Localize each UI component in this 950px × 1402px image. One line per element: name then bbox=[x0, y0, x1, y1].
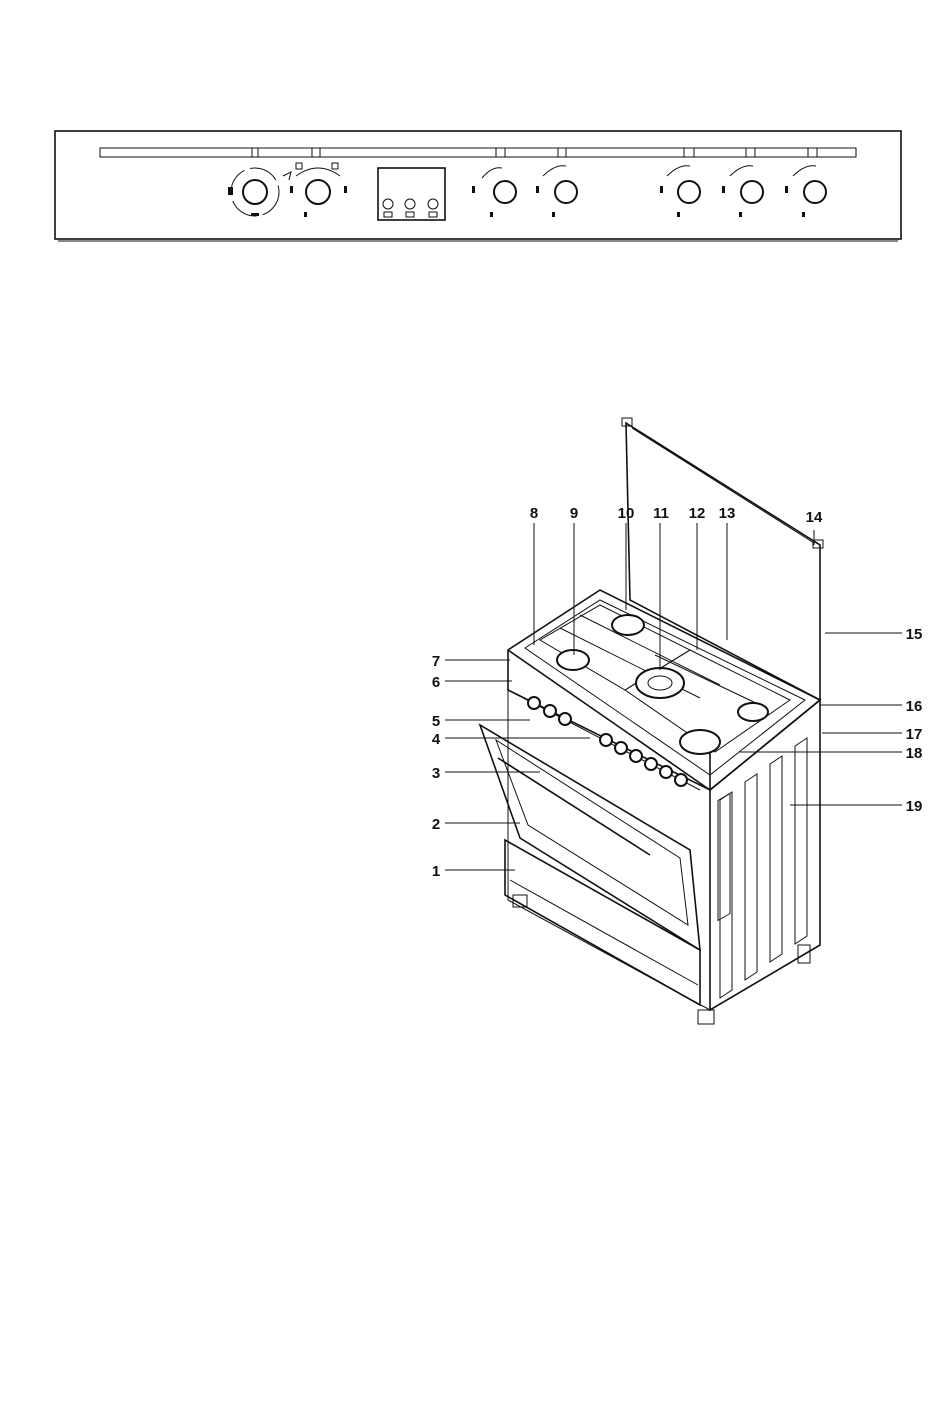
burner-knob bbox=[785, 166, 826, 217]
callout-11: 11 bbox=[653, 505, 669, 522]
callout-10: 10 bbox=[618, 505, 635, 522]
burner-knob bbox=[536, 166, 577, 217]
cooker-feet bbox=[513, 895, 714, 1024]
callout-13: 13 bbox=[719, 505, 736, 522]
control-panel-frame bbox=[55, 131, 901, 239]
callout-19: 19 bbox=[906, 798, 923, 815]
oven-function-knob bbox=[290, 163, 347, 217]
cooker-illustration: 1 2 3 4 5 6 7 8 9 10 11 12 13 14 15 16 1… bbox=[432, 418, 923, 1024]
callout-18: 18 bbox=[906, 745, 923, 762]
auxiliary-burner bbox=[612, 615, 644, 635]
side-panel bbox=[710, 700, 820, 1010]
oven-thermostat-knob bbox=[228, 168, 291, 216]
burner-knobs bbox=[472, 166, 826, 217]
glass-lid bbox=[622, 418, 823, 700]
callout-8: 8 bbox=[530, 505, 538, 522]
control-panel-strip-ticks bbox=[252, 148, 817, 157]
callout-1: 1 bbox=[432, 863, 440, 880]
callout-2: 2 bbox=[432, 816, 440, 833]
callout-15: 15 bbox=[906, 626, 923, 643]
callout-4: 4 bbox=[432, 731, 441, 748]
burner-knob bbox=[660, 166, 700, 217]
rapid-burner bbox=[680, 730, 720, 754]
timer-display bbox=[378, 168, 445, 220]
oven-door bbox=[480, 725, 700, 950]
control-panel bbox=[55, 131, 901, 241]
burner-knob bbox=[722, 166, 763, 217]
callout-17: 17 bbox=[906, 726, 923, 743]
wok-burner bbox=[636, 668, 684, 698]
hob-top bbox=[508, 590, 820, 790]
rear-right-burner bbox=[738, 703, 768, 721]
callout-3: 3 bbox=[432, 765, 440, 782]
callout-9: 9 bbox=[570, 505, 578, 522]
burner-knob bbox=[472, 168, 516, 217]
callout-7: 7 bbox=[432, 653, 440, 670]
control-panel-strip bbox=[100, 148, 856, 157]
semi-rapid-burner bbox=[557, 650, 589, 670]
callout-5: 5 bbox=[432, 713, 440, 730]
callout-14: 14 bbox=[806, 509, 823, 526]
storage-drawer bbox=[505, 840, 700, 1005]
callout-16: 16 bbox=[906, 698, 923, 715]
callout-6: 6 bbox=[432, 674, 440, 691]
callout-12: 12 bbox=[689, 505, 706, 522]
